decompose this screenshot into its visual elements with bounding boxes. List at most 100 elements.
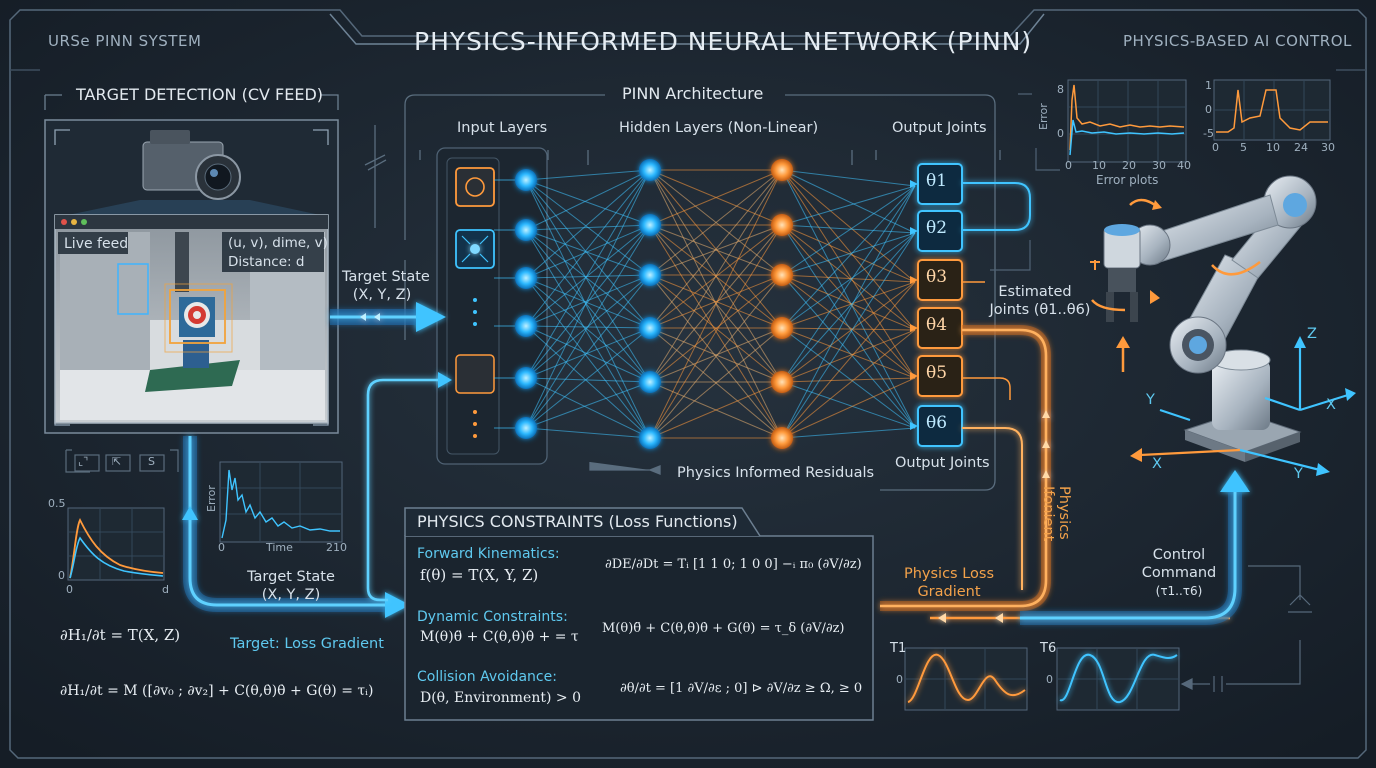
neuron-layer2-3 <box>639 264 661 286</box>
physics-gradient-vertical-2: Ifonient <box>1039 486 1056 541</box>
left-plot-xtick-d: d <box>162 584 169 597</box>
tau6-label: T6 <box>1040 642 1056 657</box>
collision-equation-2: ∂θ/∂t = [1 ∂V/∂ε ; 0] ⊳ ∂V/∂z ≥ Ω, ≥ 0 <box>620 682 862 697</box>
neuron-layer3-6 <box>771 427 793 449</box>
constraints-title-main: PHYSICS CONSTRAINTS <box>417 512 603 531</box>
fk-equation-2: ∂DE/∂Dt = Tᵢ [1 1 0; 1 0 0] −ᵢ π₀ (∂V/∂z… <box>605 558 862 573</box>
plot1-xtick-0: 0 <box>1065 160 1072 173</box>
target-loss-gradient-label: Target: Loss Gradient <box>230 636 384 653</box>
plot2-ytick-0: 0 <box>1205 104 1212 117</box>
neuron-layer1-4 <box>515 315 537 337</box>
feed-overlay-distance: Distance: d <box>228 255 304 271</box>
physics-residuals-label: Physics Informed Residuals <box>677 465 874 482</box>
input-layers-label: Input Layers <box>457 120 547 137</box>
neuron-layer2-4 <box>639 317 661 339</box>
constraints-title: PHYSICS CONSTRAINTS (Loss Functions) <box>417 513 738 531</box>
plot2-xtick-10: 10 <box>1266 142 1280 155</box>
left-error-ylabel: Error <box>206 485 219 512</box>
input-node-camera <box>456 168 494 206</box>
target-state-bottom-sub: (X, Y, Z) <box>246 587 336 604</box>
neuron-layer2-2 <box>639 214 661 236</box>
tau1-ytick: 0 <box>896 674 903 687</box>
left-plot-ytick-zero: 0 <box>58 570 65 583</box>
feed-overlay-coords: (u, v), dime, v) <box>228 236 328 252</box>
left-error-xtick-210: 210 <box>326 542 347 555</box>
control-command-label-2: Command <box>1140 565 1218 582</box>
cv-feed-panel <box>45 95 338 472</box>
target-state-top-label: Target State <box>342 269 422 286</box>
left-plot-xtick-0: 0 <box>66 584 73 597</box>
plot2-xtick-30: 30 <box>1321 142 1335 155</box>
input-node-state <box>456 355 494 393</box>
joint-label-5: θ5 <box>926 364 947 384</box>
control-command-sub: (τ1..τ6) <box>1140 585 1218 599</box>
header-system-name: URSe PINN SYSTEM <box>48 33 201 50</box>
neuron-layer3-3 <box>771 264 793 286</box>
icon-label-s: S <box>148 456 155 469</box>
hidden-layers-label: Hidden Layers (Non-Linear) <box>619 120 818 137</box>
neuron-layer1-2 <box>515 219 537 241</box>
plot1-ytick-zero: 0 <box>1057 128 1064 141</box>
axis-z-label: Z <box>1307 326 1317 343</box>
fk-equation: f(θ) = T(X, Y, Z) <box>420 567 538 584</box>
axis-y-bottom-label: Y <box>1294 466 1303 483</box>
neuron-layer1-3 <box>515 267 537 289</box>
target-state-bottom-label: Target State <box>246 569 336 586</box>
left-plot-ytick-top: 0.5 <box>48 498 66 511</box>
plot1-xtick-30: 30 <box>1152 160 1166 173</box>
neuron-layer2-1 <box>639 159 661 181</box>
control-command-label: Control <box>1140 547 1218 564</box>
header-right-label: PHYSICS-BASED AI CONTROL <box>1123 33 1352 50</box>
neuron-layer3-2 <box>771 214 793 236</box>
tau1-label: T1 <box>890 642 906 657</box>
tau6-plot <box>1057 648 1179 710</box>
page-title: PHYSICS-INFORMED NEURAL NETWORK (PINN) <box>414 28 1032 57</box>
output-joints-bottom-label: Output Joints <box>895 455 990 472</box>
estimated-joints-sub: Joints (θ1..θ6) <box>985 302 1095 319</box>
joint-label-6: θ6 <box>926 414 947 434</box>
left-small-plot <box>68 508 164 580</box>
physics-gradient-vertical-1: Physics <box>1055 486 1072 540</box>
plot1-xtick-10: 10 <box>1092 160 1106 173</box>
axis-y-left-label: Y <box>1146 392 1155 409</box>
target-state-top-sub: (X, Y, Z) <box>342 287 422 304</box>
joint-label-2: θ2 <box>926 219 947 239</box>
plot1-xtick-40: 40 <box>1177 160 1191 173</box>
plot2-ytick-1: 1 <box>1205 80 1212 93</box>
left-equation-1: ∂H₁/∂t = T(X, Z) <box>60 627 180 644</box>
neuron-layer1-1 <box>515 169 537 191</box>
tau6-ytick: 0 <box>1046 674 1053 687</box>
neuron-layer2-6 <box>639 427 661 449</box>
estimated-joints-label: Estimated <box>990 284 1080 301</box>
dynamic-equation: M(θ)θ̈ + C(θ,θ̇)θ̇ + = τ <box>420 629 579 645</box>
physics-loss-sub: Gradient <box>898 584 1000 601</box>
collision-label: Collision Avoidance: <box>417 669 557 685</box>
output-joints-label: Output Joints <box>892 120 987 137</box>
error-plot-1 <box>1068 80 1186 162</box>
dynamic-equation-2: M(θ)θ̈ + C(θ,θ̇)θ̇ + G(θ) = τ_δ (∂V/∂z) <box>602 622 845 637</box>
icon-label-expand: ⇱ <box>112 456 121 469</box>
plot1-xtick-20: 20 <box>1122 160 1136 173</box>
plot1-ytick-top: 8 <box>1057 84 1064 97</box>
pinn-architecture-title: PINN Architecture <box>622 85 763 103</box>
neuron-layer1-5 <box>515 367 537 389</box>
plot2-ytick-neg: -5 <box>1203 128 1214 141</box>
neuron-layer3-5 <box>771 371 793 393</box>
dynamic-label: Dynamic Constraints: <box>417 609 568 625</box>
joint-label-1: θ1 <box>926 172 947 192</box>
neuron-layer1-6 <box>515 417 537 439</box>
error-plot-2 <box>1214 80 1330 140</box>
plot2-xtick-0: 0 <box>1212 142 1219 155</box>
axis-x-bottom-label: X <box>1152 456 1162 473</box>
plot1-ylabel: Error <box>1038 103 1051 130</box>
joint-label-4: θ4 <box>926 316 947 336</box>
plot2-xtick-24: 24 <box>1294 142 1308 155</box>
left-equation-2: ∂H₁/∂t = M ([∂v₀ ; ∂v₂] + C(θ,θ̇)θ̇ + G(… <box>60 683 373 699</box>
plot2-xtick-5: 5 <box>1240 142 1247 155</box>
axis-x-right-label: X <box>1326 397 1336 414</box>
tau1-plot <box>905 648 1027 710</box>
constraints-title-sub: (Loss Functions) <box>609 512 738 531</box>
left-error-xtick-0: 0 <box>218 542 225 555</box>
